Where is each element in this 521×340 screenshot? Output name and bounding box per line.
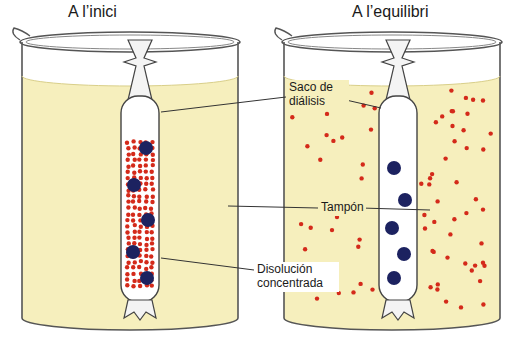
- part-label: Saco de diálisis: [287, 80, 349, 110]
- part-label: Tampón: [319, 200, 366, 216]
- beaker-heading: A l’equilibri: [350, 2, 430, 22]
- part-label: Disolución concentrada: [255, 262, 339, 292]
- dialysis-bag: [379, 40, 417, 320]
- leader-lines: [161, 97, 430, 270]
- beaker: [13, 28, 240, 330]
- dialysis-bag: [121, 40, 159, 320]
- beaker-heading: A l’inici: [66, 2, 119, 22]
